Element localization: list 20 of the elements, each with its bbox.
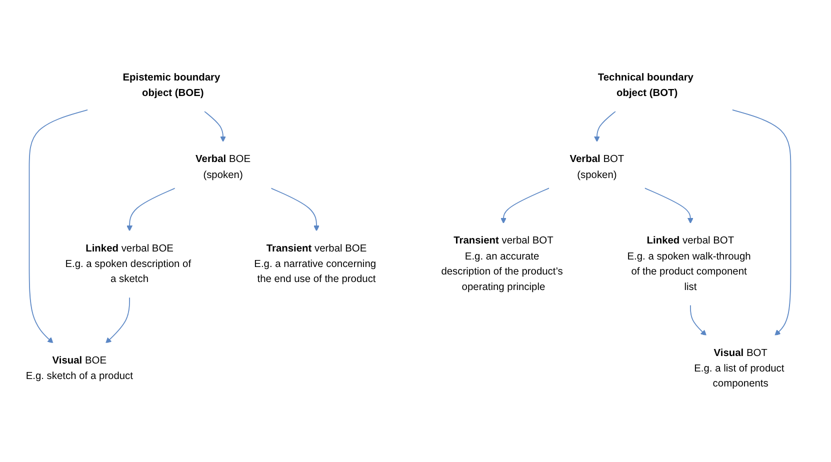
arrow (732, 109, 792, 336)
node-text: Verbal BOE (spoken) (196, 153, 251, 180)
arrow (28, 109, 88, 344)
node-text: Transient verbal BOT E.g. an accurate description of the product’s operating principle (441, 234, 563, 292)
node-text: Linked verbal BOE E.g. a spoken description of a sketch (65, 242, 192, 285)
node-text: Visual BOE E.g. sketch of a product (26, 354, 133, 382)
arrow (644, 188, 694, 224)
node-text: Epistemic boundary object (BOE) (122, 72, 220, 99)
arrow (204, 110, 226, 142)
node-text: Technical boundary object (BOT) (598, 72, 694, 99)
node-text: Visual BOT E.g. a list of product components (694, 347, 784, 390)
arrow (270, 188, 320, 232)
node-text: Verbal BOT (spoken) (570, 153, 624, 180)
node-text: Linked verbal BOT E.g. a spoken walk-through of the product component list (627, 234, 751, 292)
arrow (126, 188, 176, 232)
arrow (594, 110, 616, 142)
arrow (690, 304, 707, 336)
node-text: Transient verbal BOE E.g. a narrative concerning the end use of the product (254, 242, 376, 285)
arrow (500, 188, 550, 224)
arrow (106, 296, 130, 344)
